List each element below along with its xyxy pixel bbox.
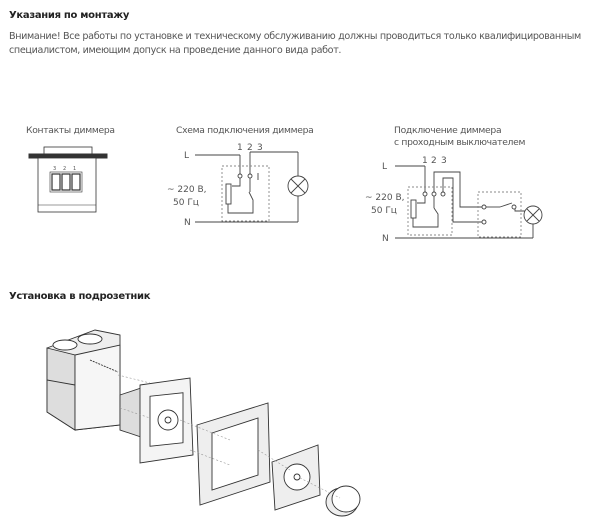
passthrough-title-2: с проходным выключателем xyxy=(394,137,526,148)
wiring-terminal-1: 1 xyxy=(237,143,243,153)
passthrough-frequency: 50 Гц xyxy=(371,206,397,216)
installation-title: Установка в подрозетник xyxy=(9,291,151,302)
instructions-line-2: специалистом, имеющим допуск на проведен… xyxy=(9,45,342,56)
dimmer-contacts-diagram xyxy=(28,146,108,213)
wiring-diagram xyxy=(195,151,309,223)
instructions-title: Указания по монтажу xyxy=(9,10,130,21)
mounting-box-illustration xyxy=(46,329,121,431)
dimmer-mechanism-illustration xyxy=(119,377,194,464)
passthrough-L-label: L xyxy=(382,162,387,172)
contacts-title: Контакты диммера xyxy=(26,125,115,136)
frame-illustration xyxy=(196,402,271,506)
passthrough-N-label: N xyxy=(382,234,389,244)
cover-plate-illustration xyxy=(271,444,321,511)
dimmer-knob-illustration xyxy=(325,485,361,517)
contact-label-2: 2 xyxy=(63,166,66,172)
contact-label-1: 1 xyxy=(73,166,76,172)
passthrough-terminal-3: 3 xyxy=(441,156,447,166)
wiring-title: Схема подключения диммера xyxy=(176,125,314,136)
passthrough-title-1: Подключение диммера xyxy=(394,125,502,136)
contact-label-3: 3 xyxy=(53,166,56,172)
passthrough-terminal-1: 1 xyxy=(422,156,428,166)
installation-illustration xyxy=(46,329,361,517)
passthrough-terminal-2: 2 xyxy=(431,156,437,166)
wiring-terminal-3: 3 xyxy=(257,143,263,153)
passthrough-voltage: ~ 220 В, xyxy=(365,193,404,203)
wiring-L-label: L xyxy=(184,151,189,161)
wiring-terminal-2: 2 xyxy=(247,143,253,153)
wiring-frequency: 50 Гц xyxy=(173,198,199,208)
wiring-voltage: ~ 220 В, xyxy=(167,185,206,195)
passthrough-diagram xyxy=(395,165,543,239)
instructions-line-1: Внимание! Все работы по установке и техн… xyxy=(9,31,581,42)
wiring-N-label: N xyxy=(184,218,191,228)
